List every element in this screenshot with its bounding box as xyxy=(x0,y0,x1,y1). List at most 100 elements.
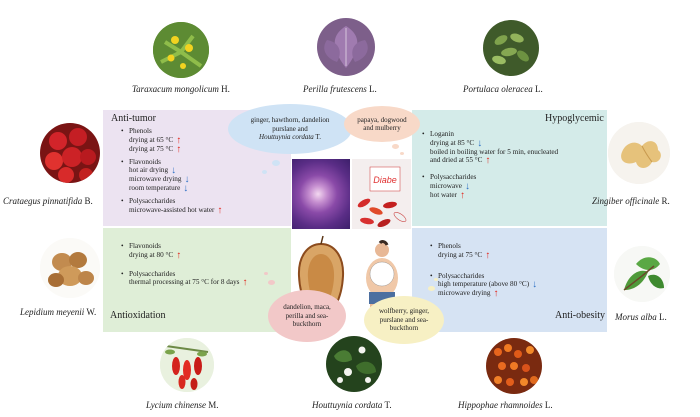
houttuynia-name: Houttuynia cordata xyxy=(312,400,383,410)
anti-obesity-title: Anti-obesity xyxy=(555,310,605,321)
portulaca-name: Portulaca oleracea xyxy=(463,84,533,94)
perilla-photo xyxy=(317,18,375,76)
cloud-bottom-left: dandelion, maca, perilla and sea- buckth… xyxy=(268,290,346,342)
hypoglycemic-title: Hypoglycemic xyxy=(545,113,604,124)
anti-tumor-list: Phenols drying at 65 °C ↑ drying at 75 °C… xyxy=(121,127,223,219)
hypoglycemic-loganin-2: boiled in boiling water for 5 min, enucl… xyxy=(430,147,559,156)
anti-tumor-title: Anti-tumor xyxy=(111,113,156,124)
hippophae-photo xyxy=(486,338,542,394)
hypoglycemic-polysaccharides: Polysaccharides xyxy=(422,173,558,182)
arrow-up-icon: ↑ xyxy=(176,249,182,261)
lepidium-caption: Lepidium meyenii W. xyxy=(20,307,96,317)
hypoglycemic-list: Loganin drying at 85 °C↓ boiled in boili… xyxy=(422,130,559,204)
cloud-top-right: papaya, dogwood and mulberry xyxy=(344,106,420,142)
arrow-up-icon: ↑ xyxy=(242,277,248,289)
zingiber-caption: Zingiber officinale R. xyxy=(592,196,670,206)
cloud-dot xyxy=(428,286,435,291)
arrow-down-icon: ↓ xyxy=(477,137,483,149)
hypoglycemic-polysaccharides-1: microwave xyxy=(430,181,462,190)
cloud-top-left-line2: purslane and xyxy=(272,124,308,133)
taraxacum-suffix: H. xyxy=(218,84,230,94)
hypoglycemic-loganin: Loganin xyxy=(422,130,558,139)
zingiber-suffix: R. xyxy=(659,196,670,206)
lepidium-photo xyxy=(40,238,100,298)
portulaca-suffix: L. xyxy=(532,84,543,94)
anti-tumor-phenols-2: drying at 75 °C xyxy=(129,144,174,153)
anti-tumor-flavonoids-2: microwave drying xyxy=(129,175,182,184)
arrow-down-icon: ↓ xyxy=(183,183,189,195)
cloud-top-left: ginger, hawthorn, dandelion purslane and… xyxy=(228,104,352,154)
anti-obesity-list: Phenols drying at 75 °C↑ Polysaccharides… xyxy=(430,242,538,302)
cloud-dot xyxy=(268,280,275,285)
houttuynia-caption: Houttuynia cordata T. xyxy=(312,400,392,410)
arrow-down-icon: ↓ xyxy=(464,180,470,192)
cloud-bottom-left-line2: perilla and sea- xyxy=(285,311,329,320)
crataegus-suffix: B. xyxy=(82,196,93,206)
anti-tumor-polysaccharides: Polysaccharides xyxy=(121,197,222,206)
arrow-down-icon: ↓ xyxy=(171,165,177,177)
diabetes-label: Diabe xyxy=(373,175,397,185)
lepidium-suffix: W. xyxy=(84,307,97,317)
taraxacum-caption: Taraxacum mongolicum H. xyxy=(132,84,230,94)
morus-caption: Morus alba L. xyxy=(615,312,667,322)
portulaca-photo xyxy=(483,20,539,76)
anti-obesity-polysaccharides-2: microwave drying xyxy=(438,289,491,298)
hypoglycemic-loganin-1: drying at 85 °C xyxy=(430,138,475,147)
cloud-dot xyxy=(262,170,267,174)
arrow-up-icon: ↑ xyxy=(217,204,223,216)
hypoglycemic-loganin-3: and dried at 55 °C xyxy=(430,156,483,165)
lycium-photo xyxy=(160,338,214,392)
cloud-top-left-line3-suffix: T. xyxy=(313,133,321,142)
cloud-dot xyxy=(400,152,404,155)
hippophae-name: Hippophae rhamnoides xyxy=(458,400,543,410)
cloud-top-left-line1: ginger, hawthorn, dandelion xyxy=(250,116,330,125)
anti-tumor-flavonoids: Flavonoids xyxy=(121,158,222,167)
lycium-suffix: M. xyxy=(205,400,219,410)
portulaca-caption: Portulaca oleracea L. xyxy=(463,84,543,94)
cloud-bottom-right-line3: buckthorn xyxy=(389,324,419,333)
lepidium-name: Lepidium meyenii xyxy=(20,307,85,317)
anti-obesity-phenols: Phenols xyxy=(430,242,537,251)
antioxidation-title: Antioxidation xyxy=(110,310,166,321)
antioxidation-polysaccharides-1: thermal processing at 75 °C for 8 days xyxy=(129,278,240,287)
antioxidation-flavonoids-1: drying at 80 °C xyxy=(129,250,174,259)
taraxacum-name: Taraxacum mongolicum xyxy=(132,84,219,94)
antioxidation-list: Flavonoids drying at 80 °C↑ Polysacchari… xyxy=(121,242,248,291)
cloud-bottom-left-line3: buckthorn xyxy=(292,320,322,329)
lycium-name: Lycium chinense xyxy=(146,400,206,410)
morus-suffix: L. xyxy=(656,312,667,322)
hippophae-suffix: L. xyxy=(542,400,553,410)
anti-tumor-phenols: Phenols xyxy=(121,127,222,136)
arrow-down-icon: ↓ xyxy=(532,279,538,291)
diabetes-pills-image: Diabe xyxy=(352,159,411,229)
cloud-dot xyxy=(434,278,438,281)
hippophae-caption: Hippophae rhamnoides L. xyxy=(458,400,553,410)
anti-tumor-polysaccharides-1: microwave-assisted hot water xyxy=(129,205,215,214)
perilla-caption: Perilla frutescens L. xyxy=(303,84,377,94)
cloud-dot xyxy=(392,144,399,149)
cloud-bottom-right: wolfberry, ginger, purslane and sea- buc… xyxy=(364,296,444,344)
antioxidation-flavonoids: Flavonoids xyxy=(121,242,247,251)
zingiber-name: Zingiber officinale xyxy=(592,196,660,206)
cloud-bottom-left-line1: dandelion, maca, xyxy=(283,303,331,312)
anti-tumor-phenols-1: drying at 65 °C xyxy=(129,135,174,144)
crataegus-photo xyxy=(40,123,100,183)
arrow-up-icon: ↑ xyxy=(459,189,465,201)
tumor-cell-image xyxy=(292,159,350,229)
cloud-top-left-line3-italic: Houttuynia cordata xyxy=(259,133,314,142)
cloud-top-right-line1: papaya, dogwood xyxy=(357,115,407,124)
taraxacum-photo xyxy=(153,22,209,78)
cloud-bottom-right-line1: wolfberry, ginger, xyxy=(379,307,429,316)
cloud-dot xyxy=(272,160,280,166)
houttuynia-photo xyxy=(326,336,382,392)
crataegus-caption: Crataegus pinnatifida B. xyxy=(3,196,93,206)
perilla-suffix: L. xyxy=(366,84,377,94)
perilla-name: Perilla frutescens xyxy=(303,84,367,94)
anti-obesity-polysaccharides-1: high temperature (above 80 °C) xyxy=(438,280,530,289)
cloud-top-right-line2: and mulberry xyxy=(363,124,401,132)
morus-name: Morus alba xyxy=(615,312,657,322)
anti-obesity-phenols-1: drying at 75 °C xyxy=(438,250,483,259)
arrow-up-icon: ↑ xyxy=(485,249,491,261)
cloud-bottom-right-line2: purslane and sea- xyxy=(379,315,429,324)
arrow-down-icon: ↓ xyxy=(184,174,190,186)
